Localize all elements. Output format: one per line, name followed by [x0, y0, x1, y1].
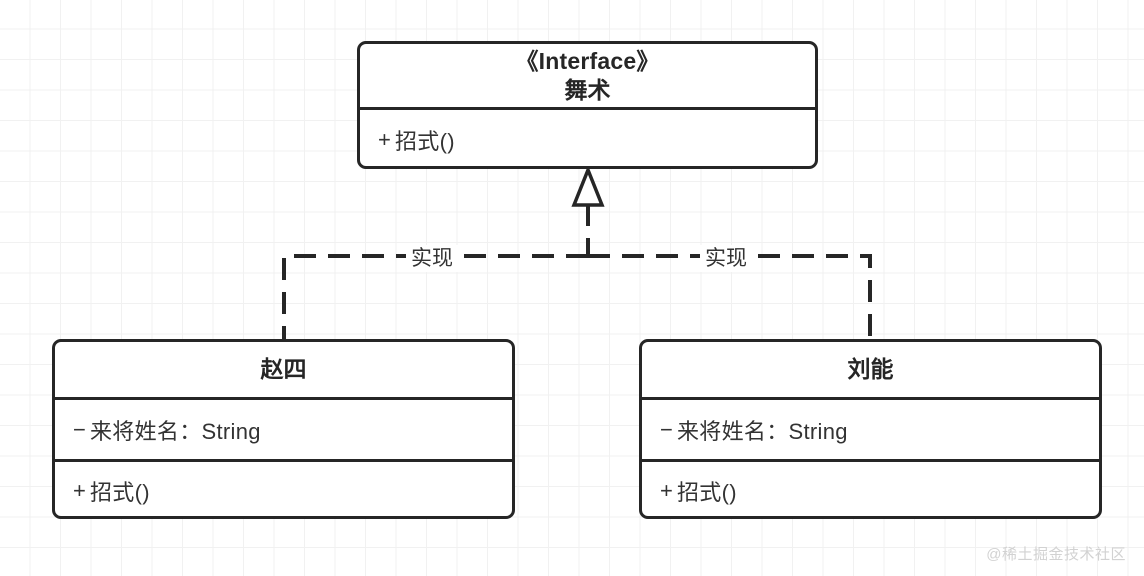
class-header-zhaosi: 赵四	[55, 342, 512, 400]
interface-header: 《Interface》 舞术	[360, 44, 815, 110]
attribute-signature: 来将姓名：String	[90, 418, 261, 444]
visibility-marker: −	[660, 416, 674, 442]
interface-node-wushu[interactable]: 《Interface》 舞术 + 招式()	[357, 41, 818, 169]
realization-arrowhead-icon	[571, 165, 605, 207]
interface-name: 舞术	[564, 76, 611, 103]
interface-stereotype: 《Interface》	[515, 48, 660, 75]
interface-method-row: + 招式()	[360, 110, 815, 166]
class-name: 赵四	[260, 356, 307, 383]
class-method-row: + 招式()	[55, 462, 512, 516]
class-header-liuneng: 刘能	[642, 342, 1099, 400]
visibility-marker: +	[660, 477, 674, 503]
class-node-liuneng[interactable]: 刘能 − 来将姓名：String + 招式()	[639, 339, 1102, 519]
visibility-marker: +	[378, 126, 392, 152]
watermark: @稀土掘金技术社区	[986, 546, 1126, 563]
attribute-signature: 来将姓名：String	[677, 418, 848, 444]
method-signature: 招式()	[90, 479, 150, 505]
method-signature: 招式()	[677, 479, 737, 505]
edge-label-realization-right: 实现	[700, 245, 752, 272]
class-method-row: + 招式()	[642, 462, 1099, 516]
class-name: 刘能	[847, 356, 894, 383]
class-attribute-row: − 来将姓名：String	[55, 400, 512, 462]
class-attribute-row: − 来将姓名：String	[642, 400, 1099, 462]
visibility-marker: −	[73, 416, 87, 442]
member-signature: 招式()	[395, 128, 455, 154]
visibility-marker: +	[73, 477, 87, 503]
class-node-zhaosi[interactable]: 赵四 − 来将姓名：String + 招式()	[52, 339, 515, 519]
edge-label-realization-left: 实现	[406, 245, 458, 272]
